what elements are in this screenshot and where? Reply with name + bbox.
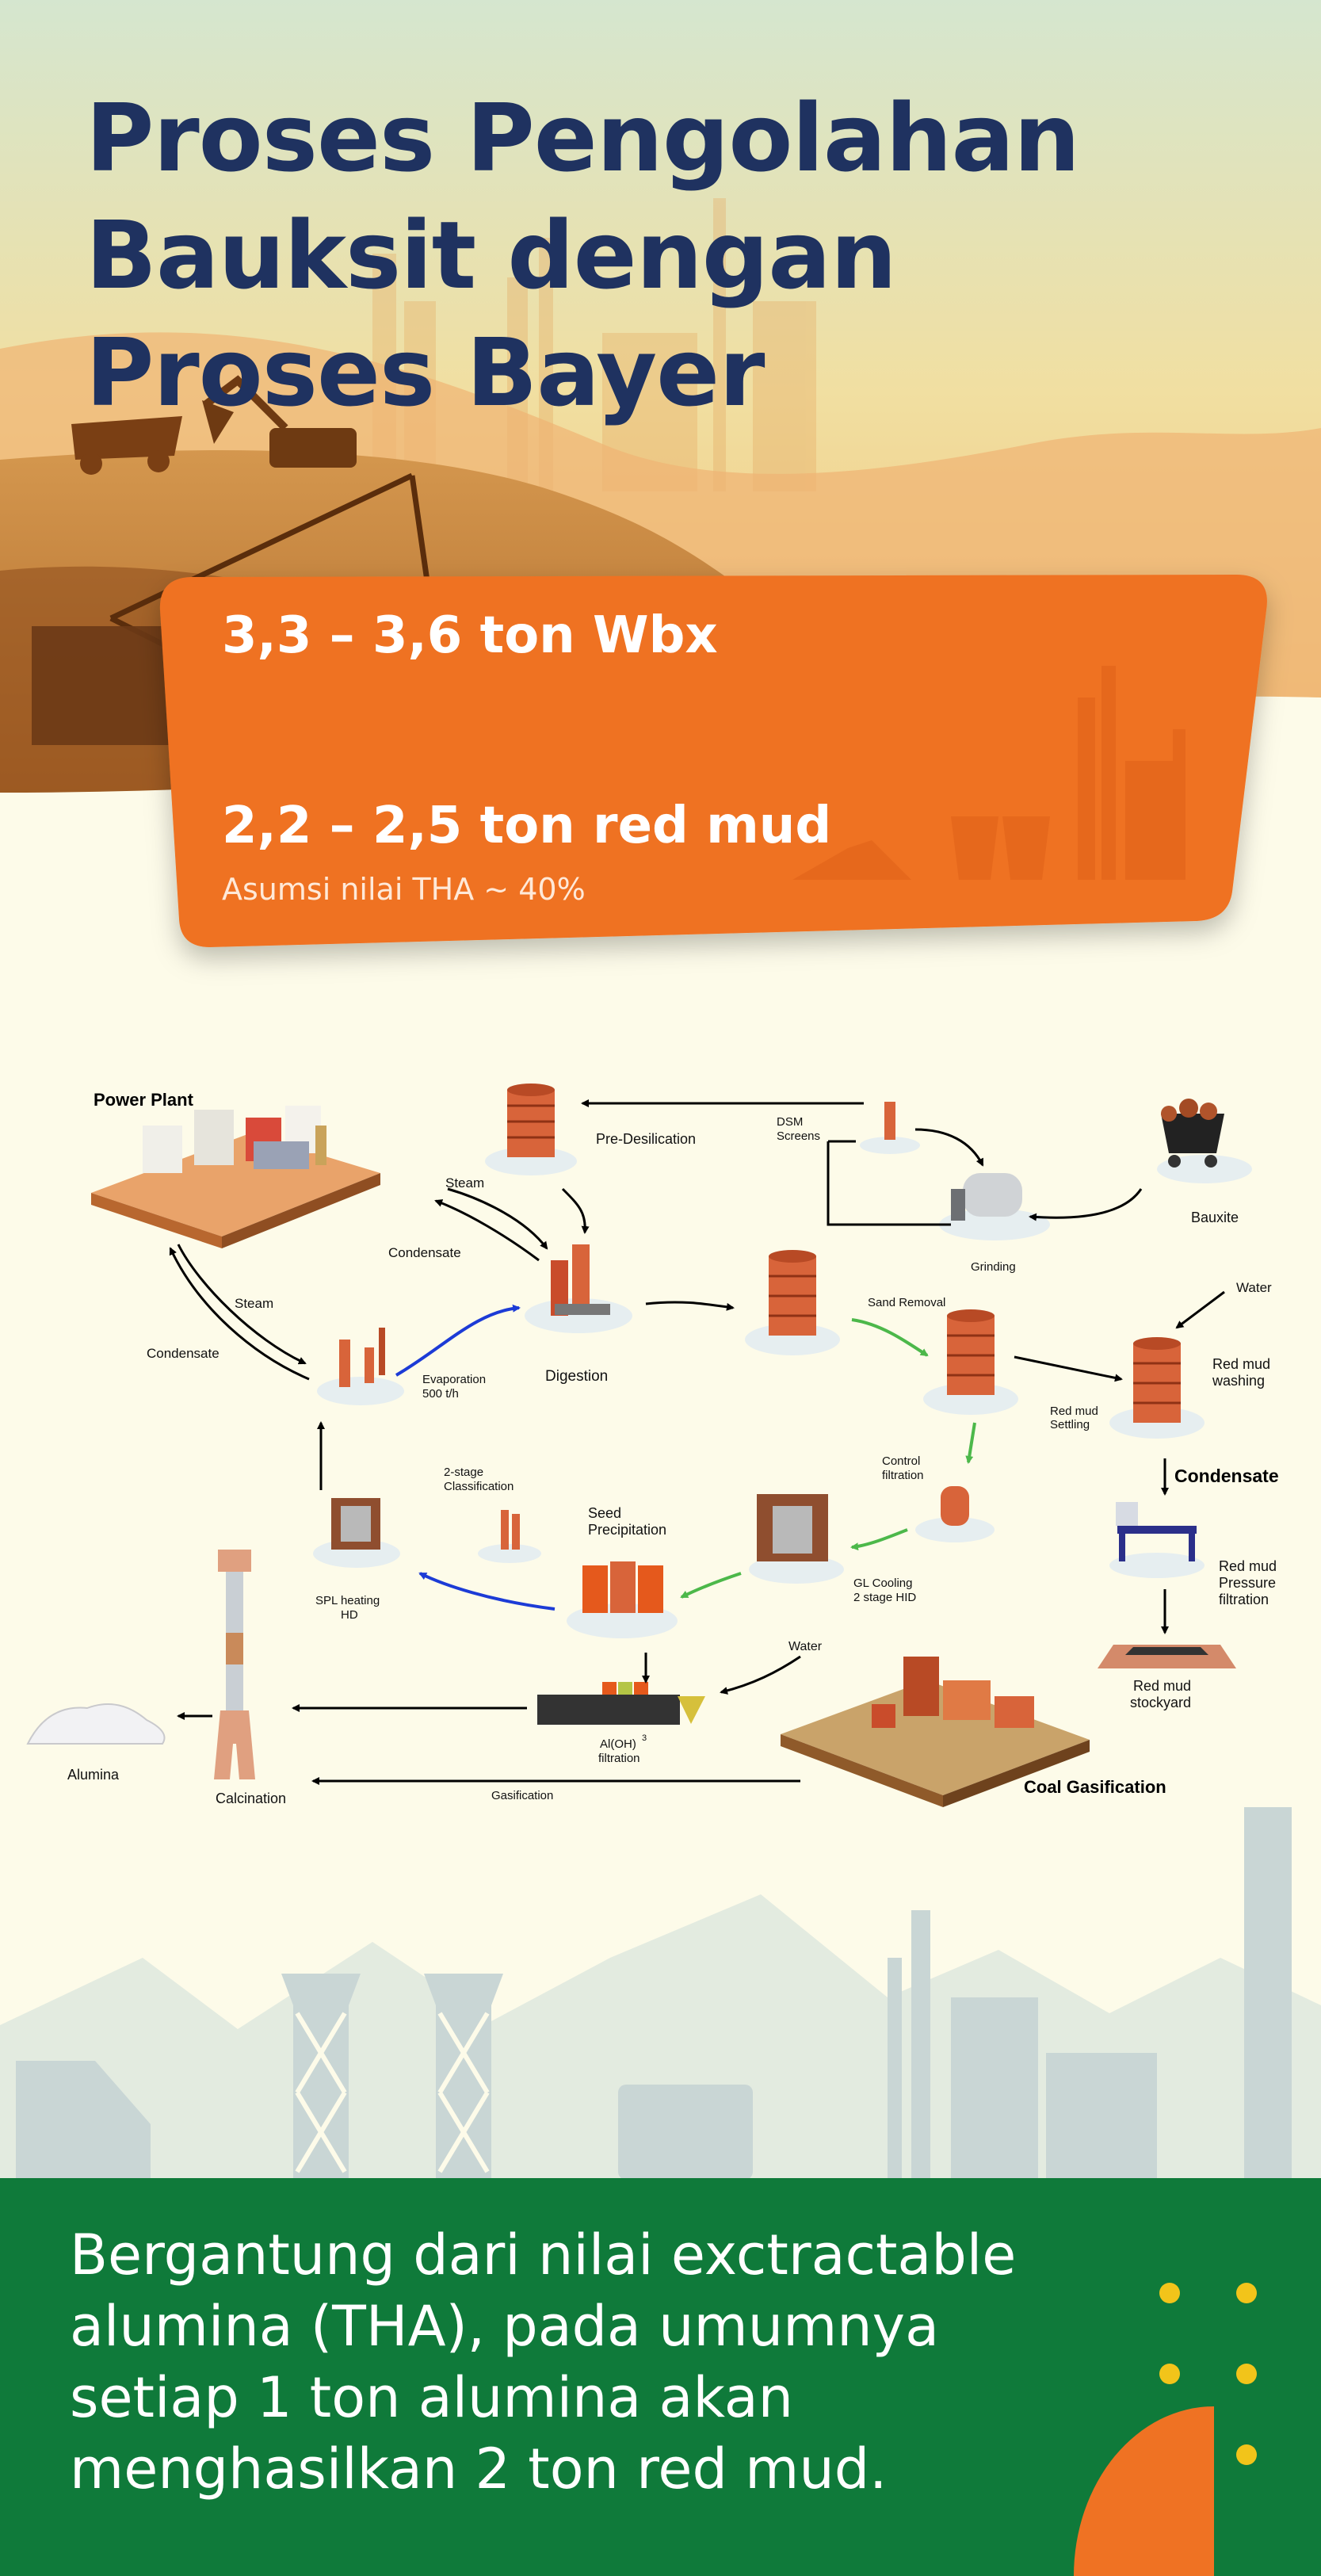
wbx-range: 3,3 – 3,6 ton Wbx [222, 606, 718, 665]
red-mud-settling-label-1: Red mud [1050, 1405, 1098, 1418]
haul-truck-icon [71, 416, 182, 475]
coal-gasification-plant-icon [781, 1657, 1090, 1807]
evaporation-label-2: 500 t/h [422, 1387, 459, 1401]
factory-silhouette [16, 1807, 1292, 2180]
title-line-3: Proses Bayer [86, 318, 765, 427]
control-filtration-label-1: Control [882, 1454, 920, 1468]
water-right-label: Water [1236, 1280, 1272, 1295]
condensate-right-label: Condensate [1174, 1466, 1279, 1486]
red-mud-washing-tank-icon [1109, 1337, 1205, 1439]
seed-precipitation-tanks-icon [567, 1561, 678, 1638]
aloh3-filtration-icon [537, 1682, 705, 1725]
aloh3-label: Al(OH) [600, 1737, 636, 1751]
process-arrows [169, 1099, 1225, 1785]
classification-icon [478, 1510, 541, 1563]
steam-top-label: Steam [445, 1175, 484, 1191]
spl-heating-icon [313, 1498, 400, 1568]
blue-arrows [395, 1304, 556, 1611]
process-diagram: Power Plant Pre-Desilication DSM Screens… [26, 1084, 1279, 1807]
tha-assumption: Asumsi nilai THA ~ 40% [222, 872, 586, 907]
calcination-label: Calcination [216, 1791, 286, 1806]
aloh3-subscript: 3 [642, 1733, 647, 1743]
alumina-label: Alumina [67, 1767, 120, 1783]
power-plant-icon [91, 1106, 380, 1248]
pressure-filtration-icon [1109, 1502, 1205, 1578]
bauxite-cart-icon [1157, 1099, 1252, 1183]
alumina-pile-icon [26, 1703, 166, 1745]
seed-precipitation-label-1: Seed [588, 1505, 621, 1521]
gl-cooling-label-1: GL Cooling [853, 1577, 913, 1590]
classification-label-2: Classification [444, 1480, 514, 1493]
digestion-label: Digestion [545, 1368, 608, 1385]
red-mud-settling-label-2: Settling [1050, 1418, 1090, 1431]
gasification-label: Gasification [491, 1789, 553, 1802]
digestion-output-tank-icon [745, 1250, 840, 1355]
spl-heating-label-1: SPL heating [315, 1594, 380, 1607]
dsm-screens-icon [860, 1102, 920, 1154]
dots-decoration [1159, 2283, 1257, 2465]
grinding-label: Grinding [971, 1260, 1016, 1274]
pressure-filtration-label-3: filtration [1219, 1592, 1269, 1607]
dsm-screens-label-1: DSM [777, 1115, 803, 1129]
seed-precipitation-label-2: Precipitation [588, 1522, 666, 1538]
stockyard-label-1: Red mud [1133, 1678, 1191, 1694]
sand-removal-label: Sand Removal [868, 1296, 945, 1309]
calcination-kiln-icon [214, 1550, 255, 1779]
red-mud-washing-label-1: Red mud [1212, 1356, 1270, 1372]
card-factory-silhouette [792, 666, 1185, 880]
excavator-icon [202, 375, 357, 468]
water-bottom-label: Water [788, 1640, 823, 1653]
red-mud-stockyard-icon [1098, 1645, 1236, 1668]
power-plant-label: Power Plant [94, 1090, 194, 1110]
evaporation-label-1: Evaporation [422, 1373, 486, 1386]
spl-heating-label-2: HD [341, 1608, 358, 1622]
classification-label-1: 2-stage [444, 1466, 483, 1479]
bauxite-label: Bauxite [1191, 1210, 1239, 1225]
grinding-mill-icon [939, 1173, 1050, 1240]
dsm-screens-label-2: Screens [777, 1129, 820, 1143]
gl-cooling-icon [749, 1494, 844, 1584]
condensate-top-label: Condensate [388, 1245, 461, 1260]
pre-desilication-tank-icon [485, 1084, 577, 1175]
red-mud-washing-label-2: washing [1212, 1373, 1265, 1389]
gl-cooling-label-2: 2 stage HID [853, 1591, 916, 1604]
title-line-2: Bauksit dengan [86, 201, 897, 310]
stockyard-label-2: stockyard [1130, 1695, 1191, 1710]
red-mud-range: 2,2 – 2,5 ton red mud [222, 797, 832, 855]
pressure-filtration-label-2: Pressure [1219, 1575, 1276, 1591]
title-line-1: Proses Pengolahan [86, 83, 1080, 193]
footer-statement: Bergantung dari nilai exctractable alumi… [70, 2222, 1017, 2501]
coal-gasification-label: Coal Gasification [1024, 1777, 1166, 1797]
pressure-filtration-label-1: Red mud [1219, 1558, 1277, 1574]
pre-desilication-label: Pre-Desilication [596, 1131, 696, 1147]
steam-left-label: Steam [235, 1296, 273, 1311]
page-title: Proses Pengolahan Bauksit dengan Proses … [86, 79, 1116, 431]
condensate-left-label: Condensate [147, 1346, 220, 1361]
evaporation-unit-icon [317, 1328, 404, 1405]
quarter-circle-decoration [1074, 2406, 1214, 2576]
control-filtration-label-2: filtration [882, 1469, 924, 1482]
green-arrows [680, 1318, 976, 1599]
aloh3-filtration-label: filtration [598, 1752, 640, 1765]
digestion-tanks-icon [525, 1244, 632, 1333]
control-filtration-icon [915, 1486, 995, 1542]
sand-removal-tank-icon [923, 1309, 1018, 1415]
